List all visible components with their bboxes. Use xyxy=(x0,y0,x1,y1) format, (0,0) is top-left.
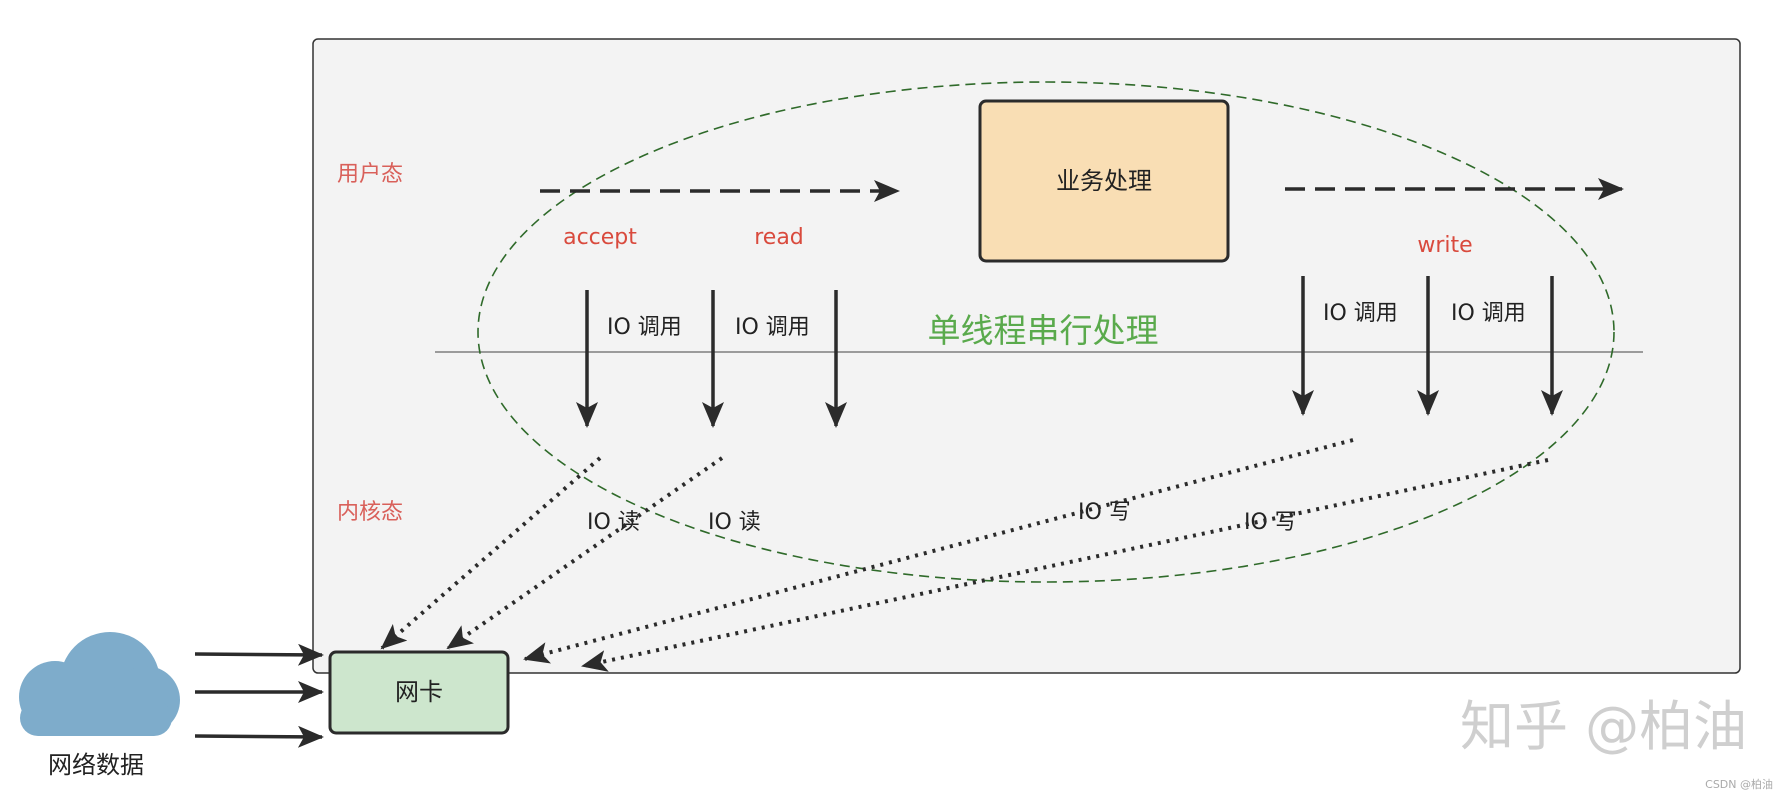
nic-box xyxy=(328,650,510,735)
network-in-arrow-3 xyxy=(194,725,324,748)
io-read-label-1: IO 读 xyxy=(587,510,640,535)
io-call-label-4: IO 调用 xyxy=(1451,301,1526,326)
io-call-label-3: IO 调用 xyxy=(1323,301,1398,326)
cloud-icon xyxy=(19,632,180,736)
write-label: write xyxy=(1417,233,1472,258)
io-write-label-2: IO 写 xyxy=(1244,510,1297,535)
io-read-dotted-arrow-2 xyxy=(446,456,724,650)
single-thread-serial-label: 单线程串行处理 xyxy=(928,311,1159,350)
user-space-label: 用户态 xyxy=(337,162,403,187)
process-panel xyxy=(312,38,1741,674)
io-read-label-2: IO 读 xyxy=(708,510,761,535)
zhihu-watermark: 知乎 @柏油 xyxy=(1460,695,1747,758)
io-write-label-1: IO 写 xyxy=(1078,500,1131,525)
read-label: read xyxy=(754,225,804,250)
network-data-label: 网络数据 xyxy=(48,751,144,779)
business-processing-label: 业务处理 xyxy=(1056,167,1152,195)
csdn-watermark: CSDN @柏油 xyxy=(1705,777,1773,791)
kernel-space-label: 内核态 xyxy=(337,500,403,525)
io-call-label-1: IO 调用 xyxy=(607,315,682,340)
io-call-label-2: IO 调用 xyxy=(735,315,810,340)
single-thread-ellipse xyxy=(477,81,1615,583)
io-write-dotted-arrow-1 xyxy=(523,438,1354,664)
io-read-dotted-arrow-1 xyxy=(380,456,602,650)
network-in-arrow-1 xyxy=(194,643,324,666)
io-write-dotted-arrow-2 xyxy=(581,458,1549,672)
nic-label: 网卡 xyxy=(395,678,443,706)
business-processing-box xyxy=(978,99,1230,263)
accept-label: accept xyxy=(563,225,637,250)
